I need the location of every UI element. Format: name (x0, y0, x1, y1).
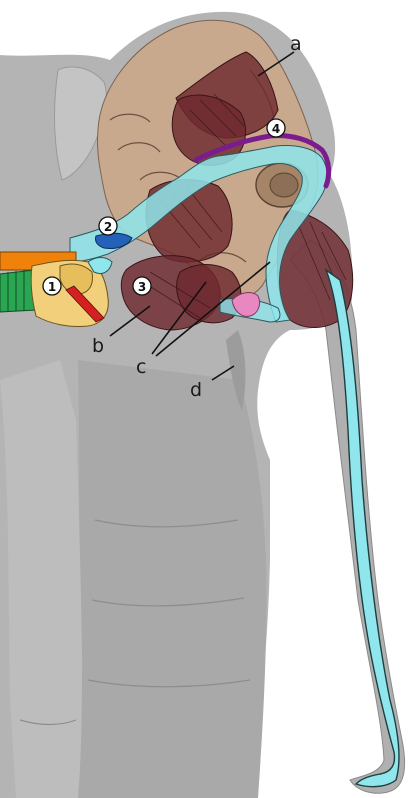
label-b: b (92, 335, 104, 357)
marker-1-number: 1 (48, 280, 56, 294)
hind-leg (0, 360, 82, 798)
label-c: c (136, 356, 146, 378)
label-a: a (290, 33, 302, 55)
marker-2-number: 2 (104, 220, 112, 234)
marker-4: 4 (267, 119, 285, 137)
marker-3-number: 3 (138, 280, 146, 294)
marker-4-number: 4 (272, 122, 280, 136)
front-leg (66, 360, 266, 798)
marker-2: 2 (99, 217, 117, 235)
orbit-inner (270, 173, 298, 197)
label-d: d (190, 379, 202, 401)
marker-1: 1 (43, 277, 61, 295)
green-structure (0, 270, 36, 312)
marker-3: 3 (133, 277, 151, 295)
